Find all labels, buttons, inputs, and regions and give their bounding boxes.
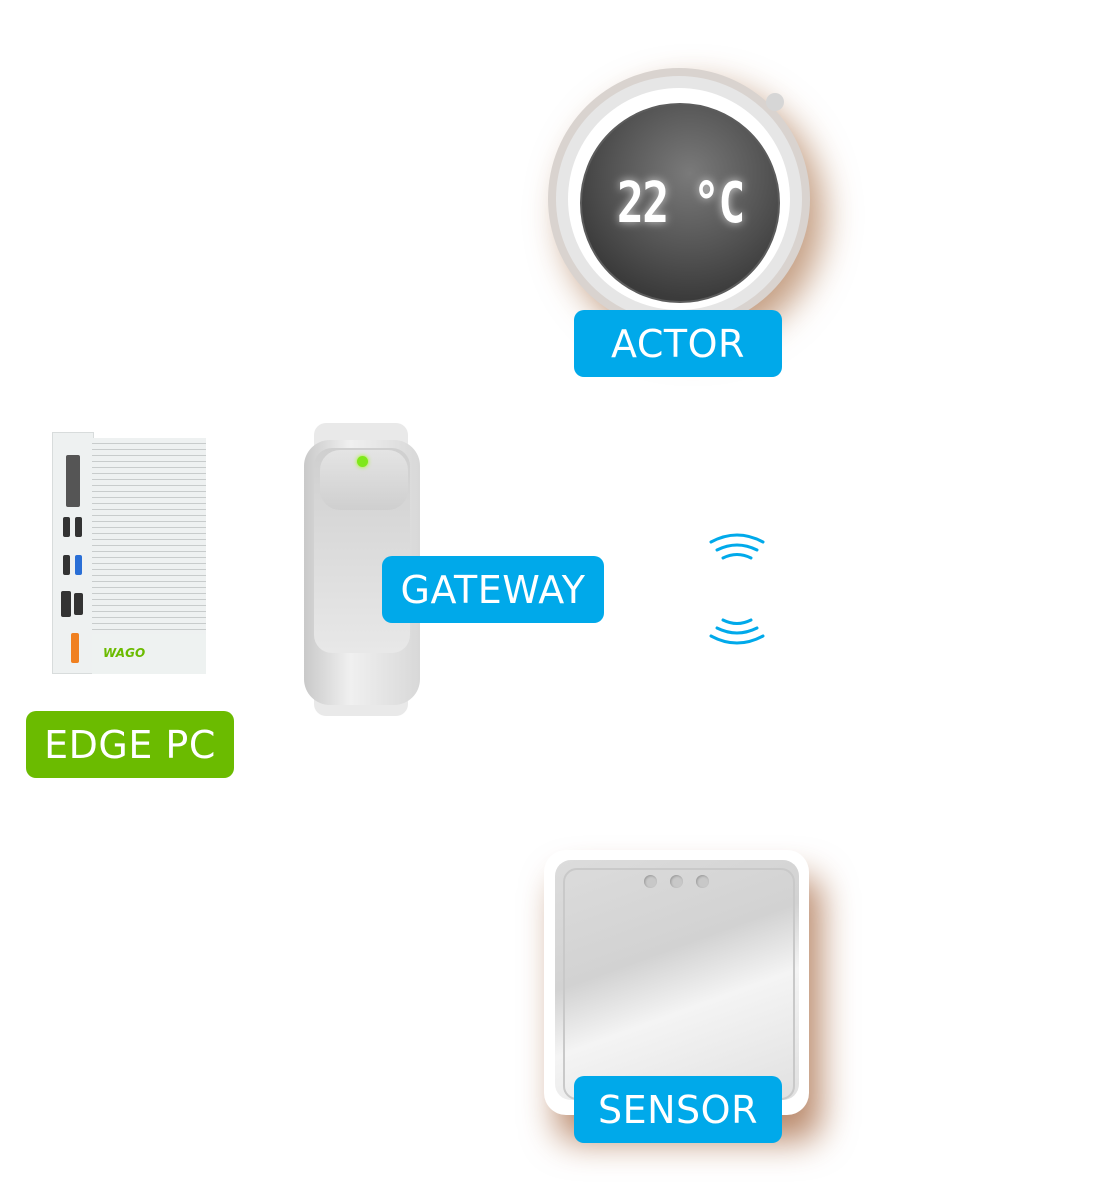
sensor-label: SENSOR bbox=[574, 1076, 782, 1143]
sensor-inner-frame bbox=[563, 868, 795, 1100]
temperature-readout: 22 °C bbox=[616, 170, 745, 236]
edge-pc-label: EDGE PC bbox=[26, 711, 234, 778]
gateway-status-led bbox=[357, 456, 368, 467]
edge-pc-port-panel bbox=[52, 432, 94, 674]
wifi-signal-icon bbox=[709, 618, 765, 645]
sensor-indicator-dot bbox=[644, 875, 657, 888]
actor-knob bbox=[766, 93, 784, 111]
wifi-signal-icon bbox=[709, 533, 765, 560]
sensor-plate bbox=[555, 860, 799, 1100]
sensor-indicator-dot bbox=[670, 875, 683, 888]
edge-pc-base bbox=[92, 634, 206, 674]
wago-logo: WAGO bbox=[103, 646, 146, 660]
gateway-label: GATEWAY bbox=[382, 556, 604, 623]
actor-label: ACTOR bbox=[574, 310, 782, 377]
actor-display: 22 °C bbox=[580, 103, 780, 303]
sensor-indicator-dot bbox=[696, 875, 709, 888]
